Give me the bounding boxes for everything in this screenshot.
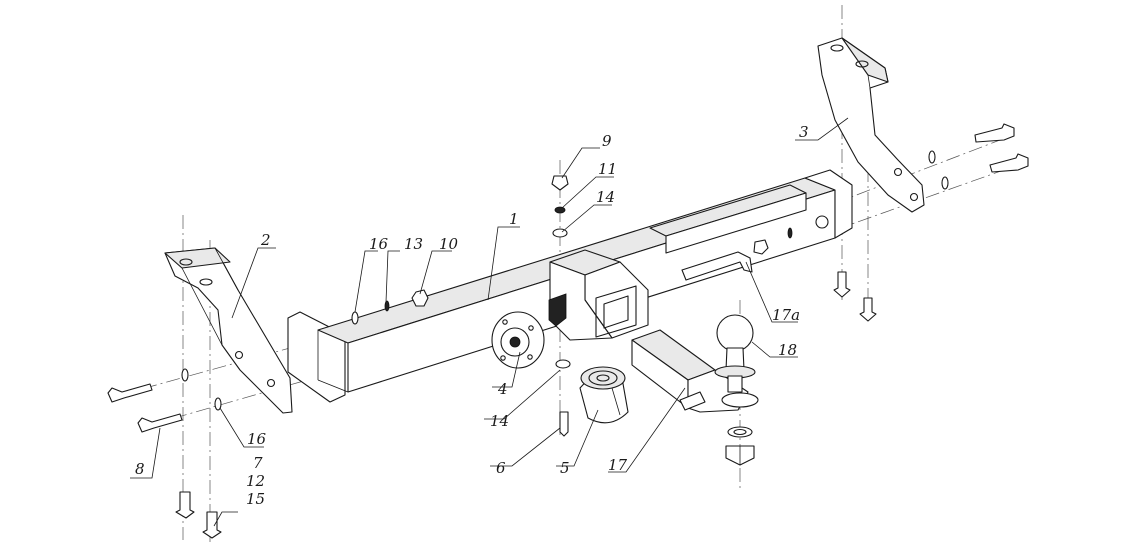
callout-4: 4 bbox=[497, 380, 508, 398]
callout-10: 10 bbox=[439, 235, 459, 253]
right-mounting-bracket bbox=[817, 37, 925, 213]
fasteners bbox=[107, 123, 1029, 539]
tow-ball bbox=[714, 314, 759, 408]
callout-13: 13 bbox=[404, 235, 423, 253]
callout-3: 3 bbox=[799, 123, 809, 141]
receiver-box bbox=[548, 249, 649, 341]
callout-18: 18 bbox=[778, 341, 797, 359]
left-mounting-bracket bbox=[164, 247, 293, 414]
electrical-socket bbox=[579, 366, 629, 424]
callout-labels: 1 2 3 4 5 6 7 8 9 10 11 12 13 14 14 15 1… bbox=[135, 123, 809, 508]
callout-12: 12 bbox=[246, 472, 265, 490]
ball-nut-washer-stack bbox=[725, 426, 755, 466]
callout-17: 17 bbox=[608, 456, 628, 474]
callout-7: 7 bbox=[253, 454, 263, 472]
callout-16-top: 16 bbox=[369, 235, 389, 253]
callout-8: 8 bbox=[135, 460, 145, 478]
callout-2: 2 bbox=[260, 231, 271, 249]
callout-16-bottom: 16 bbox=[247, 430, 267, 448]
leader-lines bbox=[130, 117, 849, 527]
callout-9: 9 bbox=[602, 132, 612, 150]
callout-14-top: 14 bbox=[596, 188, 615, 206]
socket-mounting-plate bbox=[491, 311, 545, 369]
callout-11: 11 bbox=[598, 160, 617, 178]
callout-15: 15 bbox=[246, 490, 265, 508]
callout-14-bottom: 14 bbox=[490, 412, 509, 430]
socket-bracket-rod bbox=[681, 251, 753, 281]
callout-5: 5 bbox=[560, 459, 570, 477]
callout-6: 6 bbox=[496, 459, 506, 477]
callout-17a: 17a bbox=[772, 306, 800, 324]
callout-1: 1 bbox=[509, 210, 519, 228]
